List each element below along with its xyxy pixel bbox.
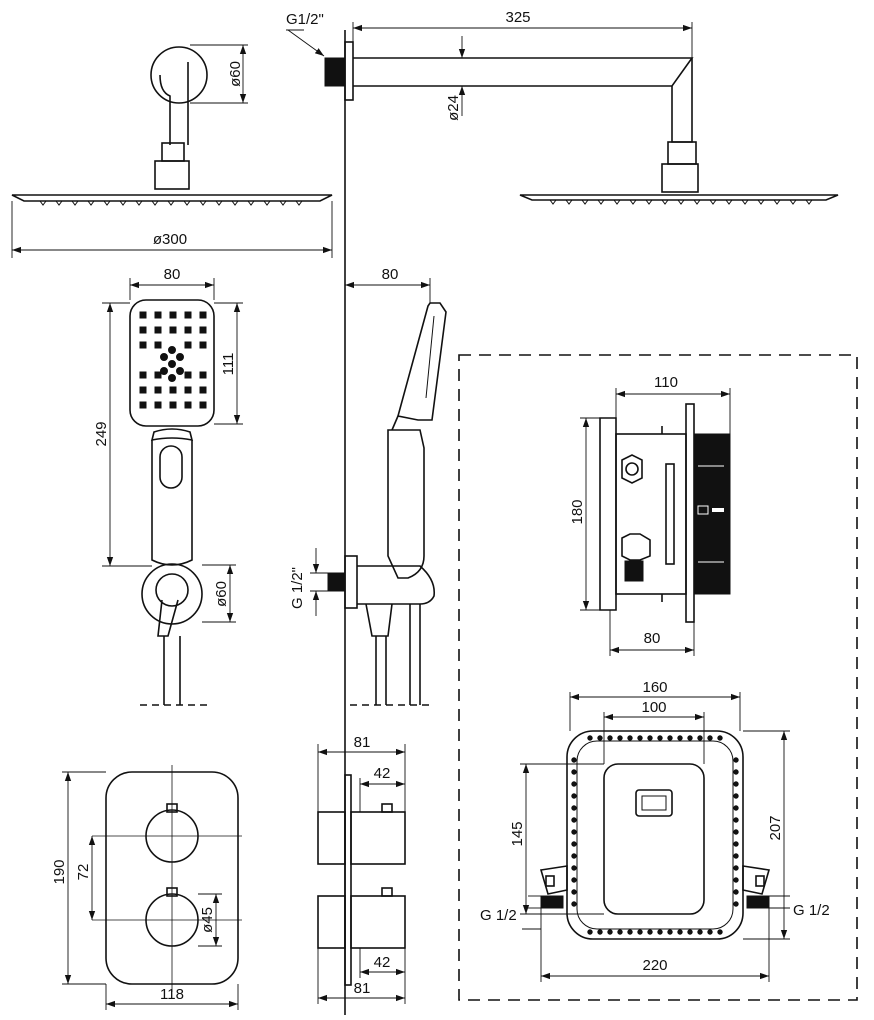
dim-42-top: 42 — [374, 765, 391, 782]
gasket-dots-top — [587, 735, 723, 741]
label-g12-right: G 1/2 — [793, 902, 830, 919]
thermostat-front-view: 190 72 ø45 118 — [51, 765, 242, 1010]
concealed-box-side-view: 110 180 80 — [569, 374, 731, 656]
nozzle-row — [39, 200, 303, 206]
concealed-box-frame — [458, 354, 858, 1001]
hand-shower-front-view: 80 111 249 ø60 — [93, 266, 243, 706]
dim-160: 160 — [642, 679, 667, 696]
dim-190: 190 — [51, 859, 68, 884]
dim-d60-holder: ø60 — [213, 581, 230, 607]
dim-180: 180 — [569, 499, 586, 524]
dim-42-bot: 42 — [374, 954, 391, 971]
concealed-box-front-view: 160 100 145 207 G 1/2 G 1/2 220 — [480, 679, 830, 982]
spray-dots — [139, 311, 207, 409]
dim-118: 118 — [160, 986, 184, 1003]
hand-shower-side-view: 80 G 1/2" — [289, 266, 447, 706]
dim-325: 325 — [505, 9, 530, 26]
label-g12-top: G1/2" — [286, 11, 324, 28]
dim-145: 145 — [509, 821, 526, 846]
dim-100: 100 — [641, 699, 666, 716]
dim-207: 207 — [767, 815, 784, 840]
dim-d60-arm: ø60 — [227, 61, 244, 87]
overhead-shower-front-view: ø60 ø300 — [11, 44, 333, 258]
dim-80-hand: 80 — [164, 266, 181, 283]
dim-249: 249 — [93, 421, 110, 446]
dim-81-top: 81 — [354, 734, 371, 751]
gasket-dots-bottom — [587, 929, 723, 935]
dim-111: 111 — [220, 353, 237, 376]
dim-80-box: 80 — [644, 630, 661, 647]
thermostat-side-view: 81 42 42 81 — [317, 734, 406, 1004]
dim-220: 220 — [642, 957, 667, 974]
gasket-dots-right — [733, 757, 739, 907]
dim-d300: ø300 — [153, 231, 187, 248]
dim-d24: ø24 — [445, 95, 462, 121]
dim-81-bot: 81 — [354, 980, 371, 997]
gasket-dots-left — [571, 757, 577, 907]
label-g12-left: G 1/2 — [480, 907, 517, 924]
dim-110: 110 — [654, 374, 678, 391]
dim-72: 72 — [75, 864, 92, 881]
overhead-shower-side-view: 325 G1/2" ø24 — [286, 9, 839, 205]
dim-80-side: 80 — [382, 266, 399, 283]
label-g12-side: G 1/2" — [289, 567, 306, 609]
dim-d45: ø45 — [199, 907, 216, 933]
